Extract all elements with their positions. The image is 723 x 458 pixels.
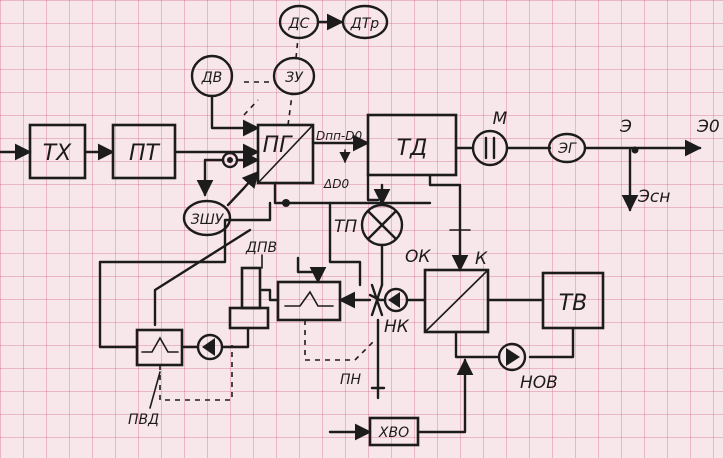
- pg-diagonal: [257, 124, 314, 184]
- label-nk: НК: [384, 317, 410, 337]
- nov-k-line: [454, 330, 501, 359]
- label-nov: НОВ: [520, 373, 558, 393]
- block-td-label: ТД: [397, 136, 428, 161]
- td-extraction-to-heater: [328, 201, 362, 287]
- label-pn: ПН: [340, 372, 362, 388]
- pvd-pump-triangle: [202, 338, 215, 356]
- dv-pg-arrow: [210, 94, 260, 137]
- nk-cross-c: [370, 283, 384, 317]
- dpv-to-pvd-line: [153, 228, 252, 327]
- zu-dash-diag: [243, 99, 259, 116]
- block-pg-label: ПГ: [263, 133, 294, 158]
- middle-heater: [276, 280, 342, 322]
- td-k-arrow: [428, 173, 469, 272]
- block-td: [366, 113, 458, 177]
- junction-dot: [631, 146, 639, 154]
- block-dtr-label: ДТр: [350, 16, 379, 32]
- block-tv-label: ТВ: [559, 291, 588, 316]
- nov-pump-triangle: [506, 348, 520, 366]
- td-tp-line: [366, 173, 380, 202]
- hvo-k-arrow: [416, 358, 474, 434]
- block-hvo-label: ХВО: [378, 425, 409, 441]
- dpp-d0-label: Dпп-D0: [316, 129, 363, 143]
- label-dpv: ДПВ: [245, 240, 277, 256]
- dd0-label: ΔD0: [323, 177, 349, 191]
- zshu-pg-arrow: [226, 170, 260, 207]
- deaerator-column: [240, 266, 262, 310]
- zu-ds-dash: [295, 37, 299, 59]
- left-loop-line: [98, 201, 272, 349]
- middle-heater-left: [260, 288, 280, 302]
- small-pump-core: [227, 157, 233, 163]
- pvd-pointer: [149, 371, 161, 409]
- block-zshu: [182, 199, 232, 237]
- middle-heater-drain: [304, 320, 376, 361]
- label-e0: Э0: [696, 117, 720, 137]
- pg-zu-dash: [287, 94, 293, 126]
- pvd-heater-coil: [141, 336, 179, 353]
- block-zshu-label: ЗШУ: [191, 212, 225, 228]
- middle-heater-coil: [284, 290, 334, 307]
- label-pvd: ПВД: [128, 412, 159, 428]
- tp-heater-feed: [296, 256, 327, 284]
- pvd-drain-dash: [159, 345, 233, 401]
- nk-cross-a: [368, 293, 387, 302]
- block-eg-label: ЭГ: [557, 141, 577, 157]
- label-esn: Эсн: [637, 187, 670, 207]
- block-dtr: [341, 4, 389, 40]
- pvd-heater: [135, 328, 184, 367]
- coupling-m-label: М: [493, 109, 508, 129]
- pump-zshu-arrow: [196, 158, 225, 197]
- block-ds-label: ДС: [288, 16, 310, 32]
- label-k: К: [475, 249, 488, 269]
- coupling-m: [471, 129, 509, 167]
- block-zu: [272, 56, 316, 96]
- block-zu-label: ЗУ: [285, 70, 304, 86]
- block-tx-label: ТХ: [43, 141, 72, 166]
- deaerator-tank: [228, 306, 270, 330]
- label-ok: ОК: [405, 247, 431, 267]
- extraction-dot: [282, 199, 290, 207]
- label-tp: ТП: [334, 217, 357, 237]
- pg-extraction-line: [273, 181, 432, 205]
- block-dv-label: ДВ: [201, 70, 223, 86]
- tv-nov-line: [528, 326, 575, 359]
- nk-pump-triangle: [388, 292, 400, 308]
- tp-cross-2: [366, 209, 398, 241]
- label-e: Э: [619, 117, 632, 137]
- pump-deaerator-line: [220, 326, 250, 349]
- block-pt-label: ПТ: [129, 141, 161, 166]
- k-diagonal: [424, 269, 489, 333]
